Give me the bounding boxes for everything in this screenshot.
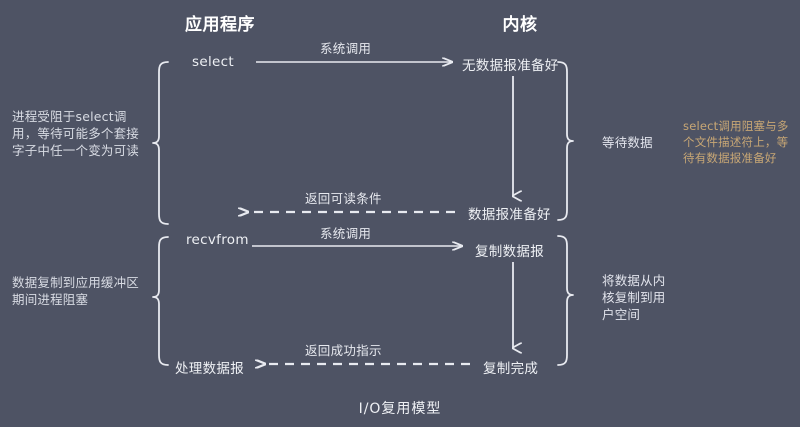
arrow-label-syscall-recvfrom: 系统调用 (320, 226, 372, 241)
diagram-caption: I/O复用模型 (358, 401, 442, 417)
left-note-blocked-on-copy: 数据复制到应用缓冲区期间进程阻塞 (12, 275, 140, 307)
column-header-kernel: 内核 (502, 15, 538, 35)
kernel-node-copy-complete: 复制完成 (483, 361, 539, 377)
brace-blocked-on-select (152, 61, 169, 225)
right-note-waiting-for-data: 等待数据 (602, 135, 653, 150)
brace-waiting-for-data (557, 61, 574, 221)
brace-blocked-on-copy (152, 236, 169, 366)
annotation-select-blocking: select调用阻塞与多个文件描述符上，等待有数据报准备好 (683, 119, 789, 165)
arrow-label-syscall-select: 系统调用 (320, 41, 372, 56)
app-node-select: select (192, 54, 234, 70)
kernel-node-no-datagram-ready: 无数据报准备好 (462, 58, 559, 74)
left-note-blocked-on-select: 进程受阻于select调用，等待可能多个套接字子中任一个变为可读 (12, 109, 140, 158)
app-node-recvfrom: recvfrom (186, 232, 249, 248)
kernel-node-datagram-ready: 数据报准备好 (468, 207, 551, 223)
kernel-node-copy-datagram: 复制数据报 (475, 244, 544, 260)
arrow-label-return-readable: 返回可读条件 (305, 191, 382, 206)
brace-copy-kernel-to-user (557, 235, 574, 366)
app-node-process-datagram: 处理数据报 (175, 361, 244, 377)
column-header-application: 应用程序 (185, 15, 255, 35)
arrow-label-return-success: 返回成功指示 (305, 343, 382, 358)
right-note-copy-kernel-to-user: 将数据从内核复制到用户空间 (602, 273, 666, 322)
